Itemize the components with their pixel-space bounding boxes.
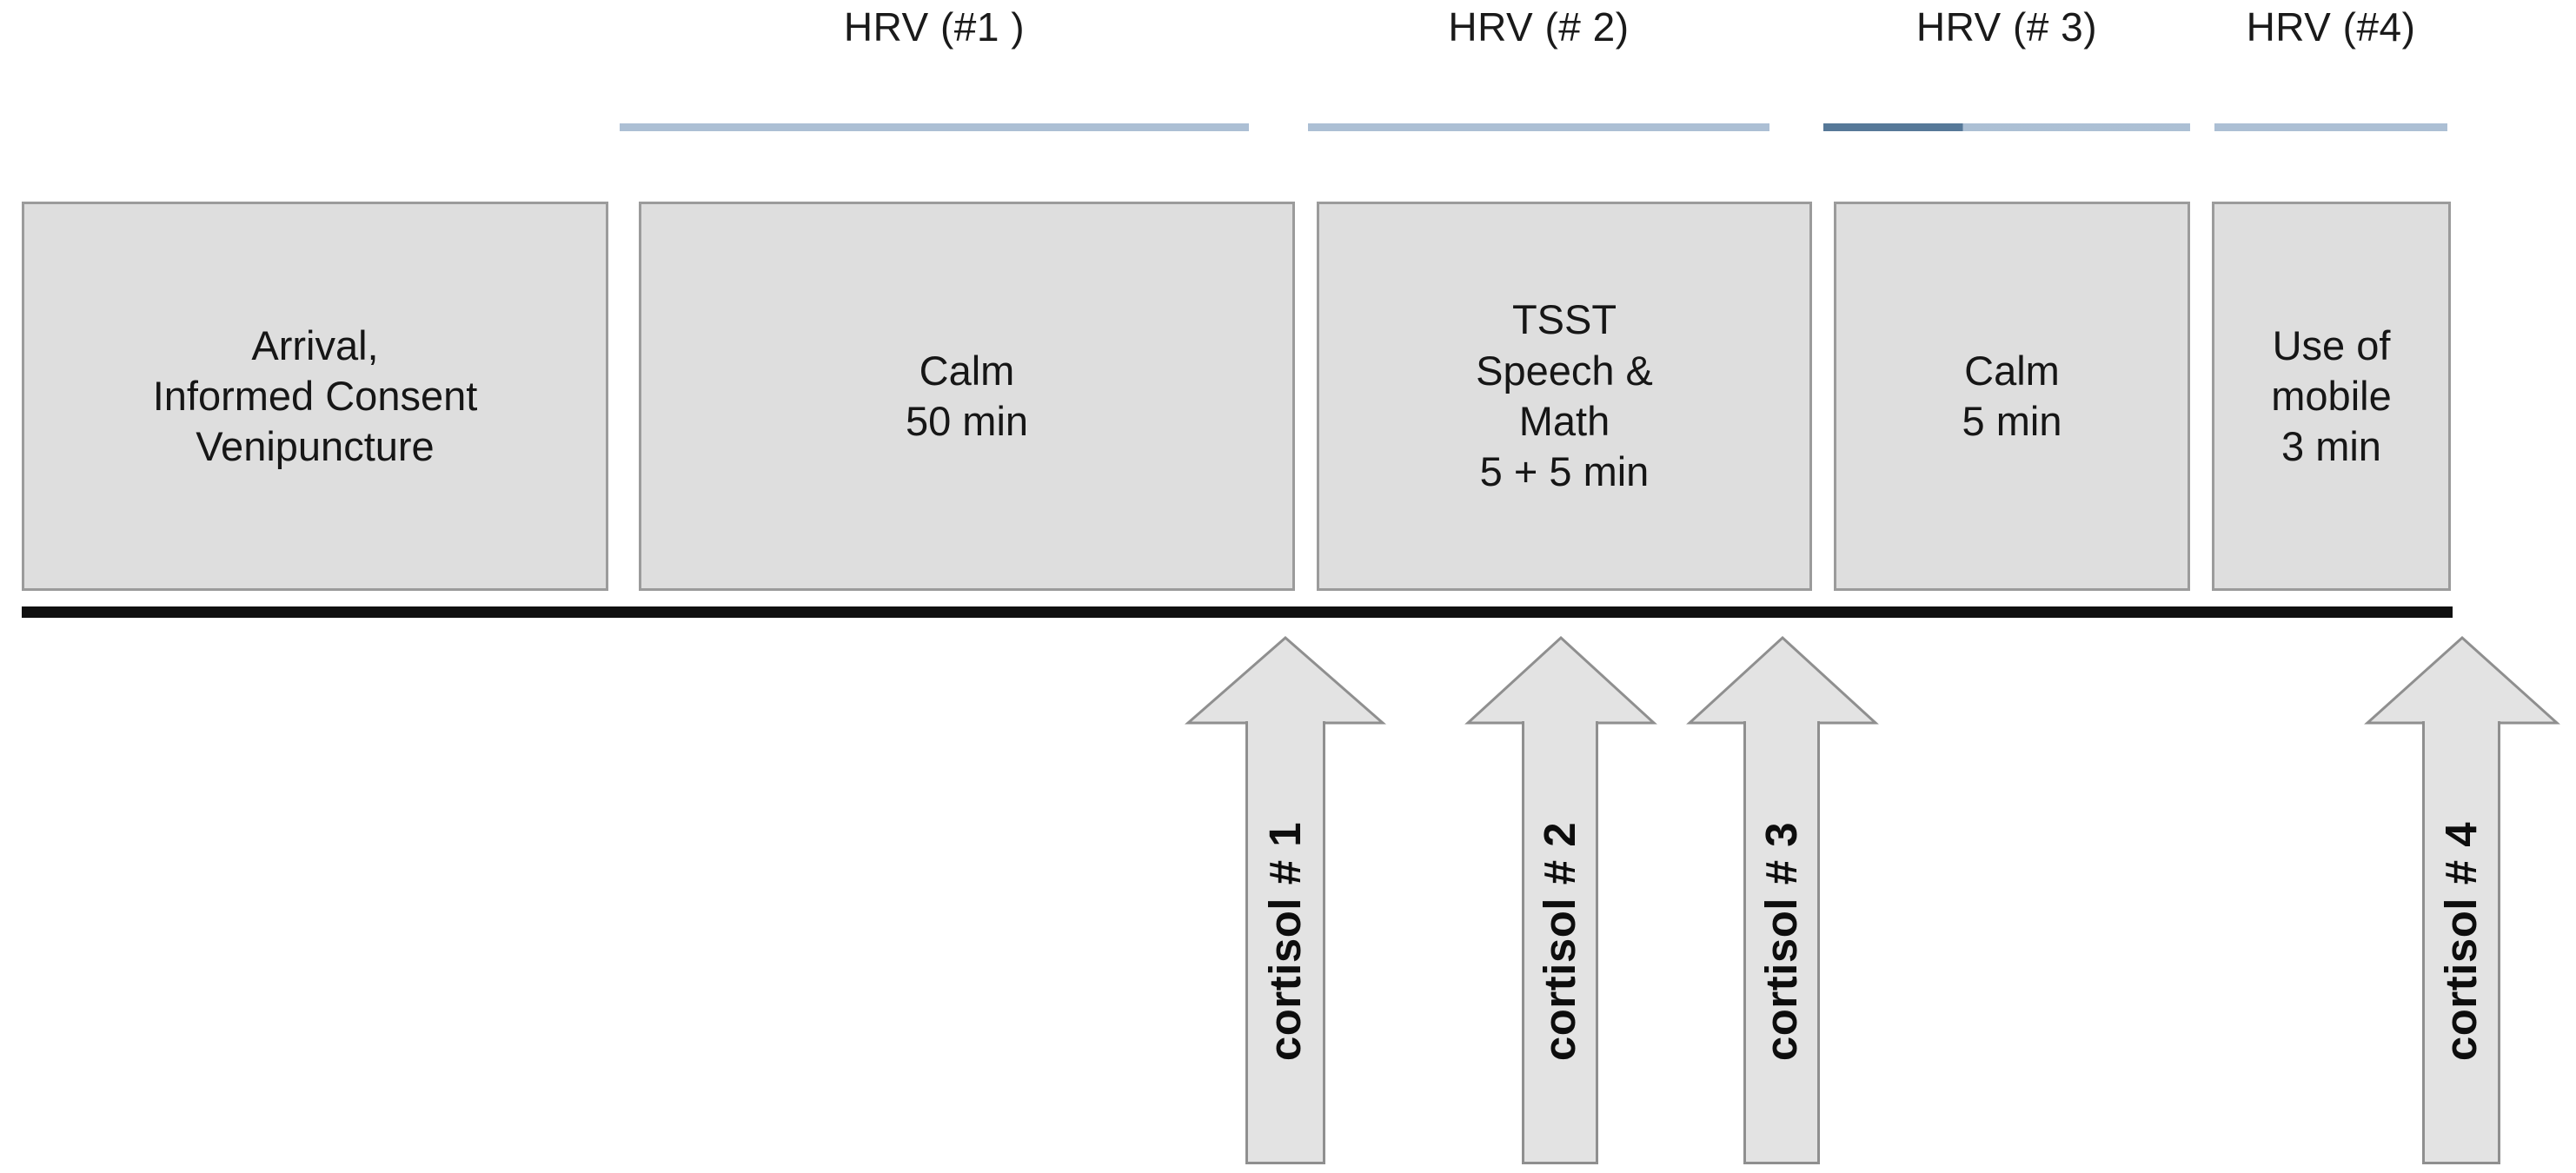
hrv-bar-1 <box>620 123 1249 131</box>
cortisol-arrow-3: cortisol # 3 <box>1686 634 1879 1173</box>
phase-line: Informed Consent <box>152 372 478 419</box>
phase-line: 5 + 5 min <box>1479 448 1650 495</box>
phase-line: Math <box>1518 398 1610 444</box>
cortisol-arrow-2-label: cortisol # 2 <box>1535 821 1585 1062</box>
cortisol-arrow-2-shaft: cortisol # 2 <box>1522 721 1598 1164</box>
cortisol-arrow-1-label: cortisol # 1 <box>1260 821 1311 1062</box>
arrow-head-icon <box>1686 635 1879 730</box>
phase-line: Calm <box>919 347 1015 394</box>
cortisol-arrow-4-label: cortisol # 4 <box>2436 821 2486 1062</box>
phase-box-mobile: Use of mobile 3 min <box>2212 202 2451 591</box>
phase-box-arrival: Arrival, Informed Consent Venipuncture <box>22 202 608 591</box>
cortisol-arrow-4-shaft: cortisol # 4 <box>2422 721 2500 1164</box>
phase-line: Speech & <box>1476 347 1653 394</box>
hrv-bar-4 <box>2214 123 2447 131</box>
phase-line: 5 min <box>1962 398 2062 444</box>
hrv-label-1: HRV (#1 ) <box>843 4 1026 50</box>
arrow-head-icon <box>1185 636 1386 730</box>
hrv-bar-3 <box>1823 123 2190 131</box>
phase-box-tsst-text: TSST Speech & Math 5 + 5 min <box>1471 295 1658 497</box>
phase-box-calm-5-text: Calm 5 min <box>1957 346 2068 447</box>
phase-box-tsst: TSST Speech & Math 5 + 5 min <box>1317 202 1812 591</box>
phase-box-mobile-text: Use of mobile 3 min <box>2266 321 2396 473</box>
arrow-head-icon <box>1464 635 1657 730</box>
cortisol-arrow-2: cortisol # 2 <box>1464 634 1657 1173</box>
phase-box-calm-5: Calm 5 min <box>1834 202 2190 591</box>
arrow-head-icon <box>2364 635 2560 730</box>
phase-line: 50 min <box>905 398 1029 444</box>
hrv-label-2: HRV (# 2) <box>1448 4 1630 50</box>
phase-line: Arrival, <box>251 321 379 368</box>
cortisol-arrow-1: cortisol # 1 <box>1185 634 1386 1173</box>
cortisol-arrow-3-label: cortisol # 3 <box>1756 821 1807 1062</box>
cortisol-arrow-3-shaft: cortisol # 3 <box>1743 721 1820 1164</box>
phase-line: Use of <box>2272 321 2391 368</box>
cortisol-arrow-4: cortisol # 4 <box>2364 634 2560 1173</box>
phase-line: Venipuncture <box>196 423 435 470</box>
hrv-bar-2 <box>1308 123 1769 131</box>
phase-box-arrival-text: Arrival, Informed Consent Venipuncture <box>148 321 483 473</box>
phase-line: 3 min <box>2281 423 2381 470</box>
phase-line: Calm <box>1964 347 2060 394</box>
timeline-baseline <box>22 606 2453 618</box>
hrv-label-4: HRV (#4) <box>2246 4 2416 50</box>
phase-line: TSST <box>1511 296 1617 343</box>
cortisol-arrow-1-shaft: cortisol # 1 <box>1245 721 1325 1164</box>
hrv-label-3: HRV (# 3) <box>1915 4 2098 50</box>
phase-box-calm-50: Calm 50 min <box>639 202 1295 591</box>
phase-line: mobile <box>2271 372 2392 419</box>
phase-box-calm-50-text: Calm 50 min <box>900 346 1033 447</box>
